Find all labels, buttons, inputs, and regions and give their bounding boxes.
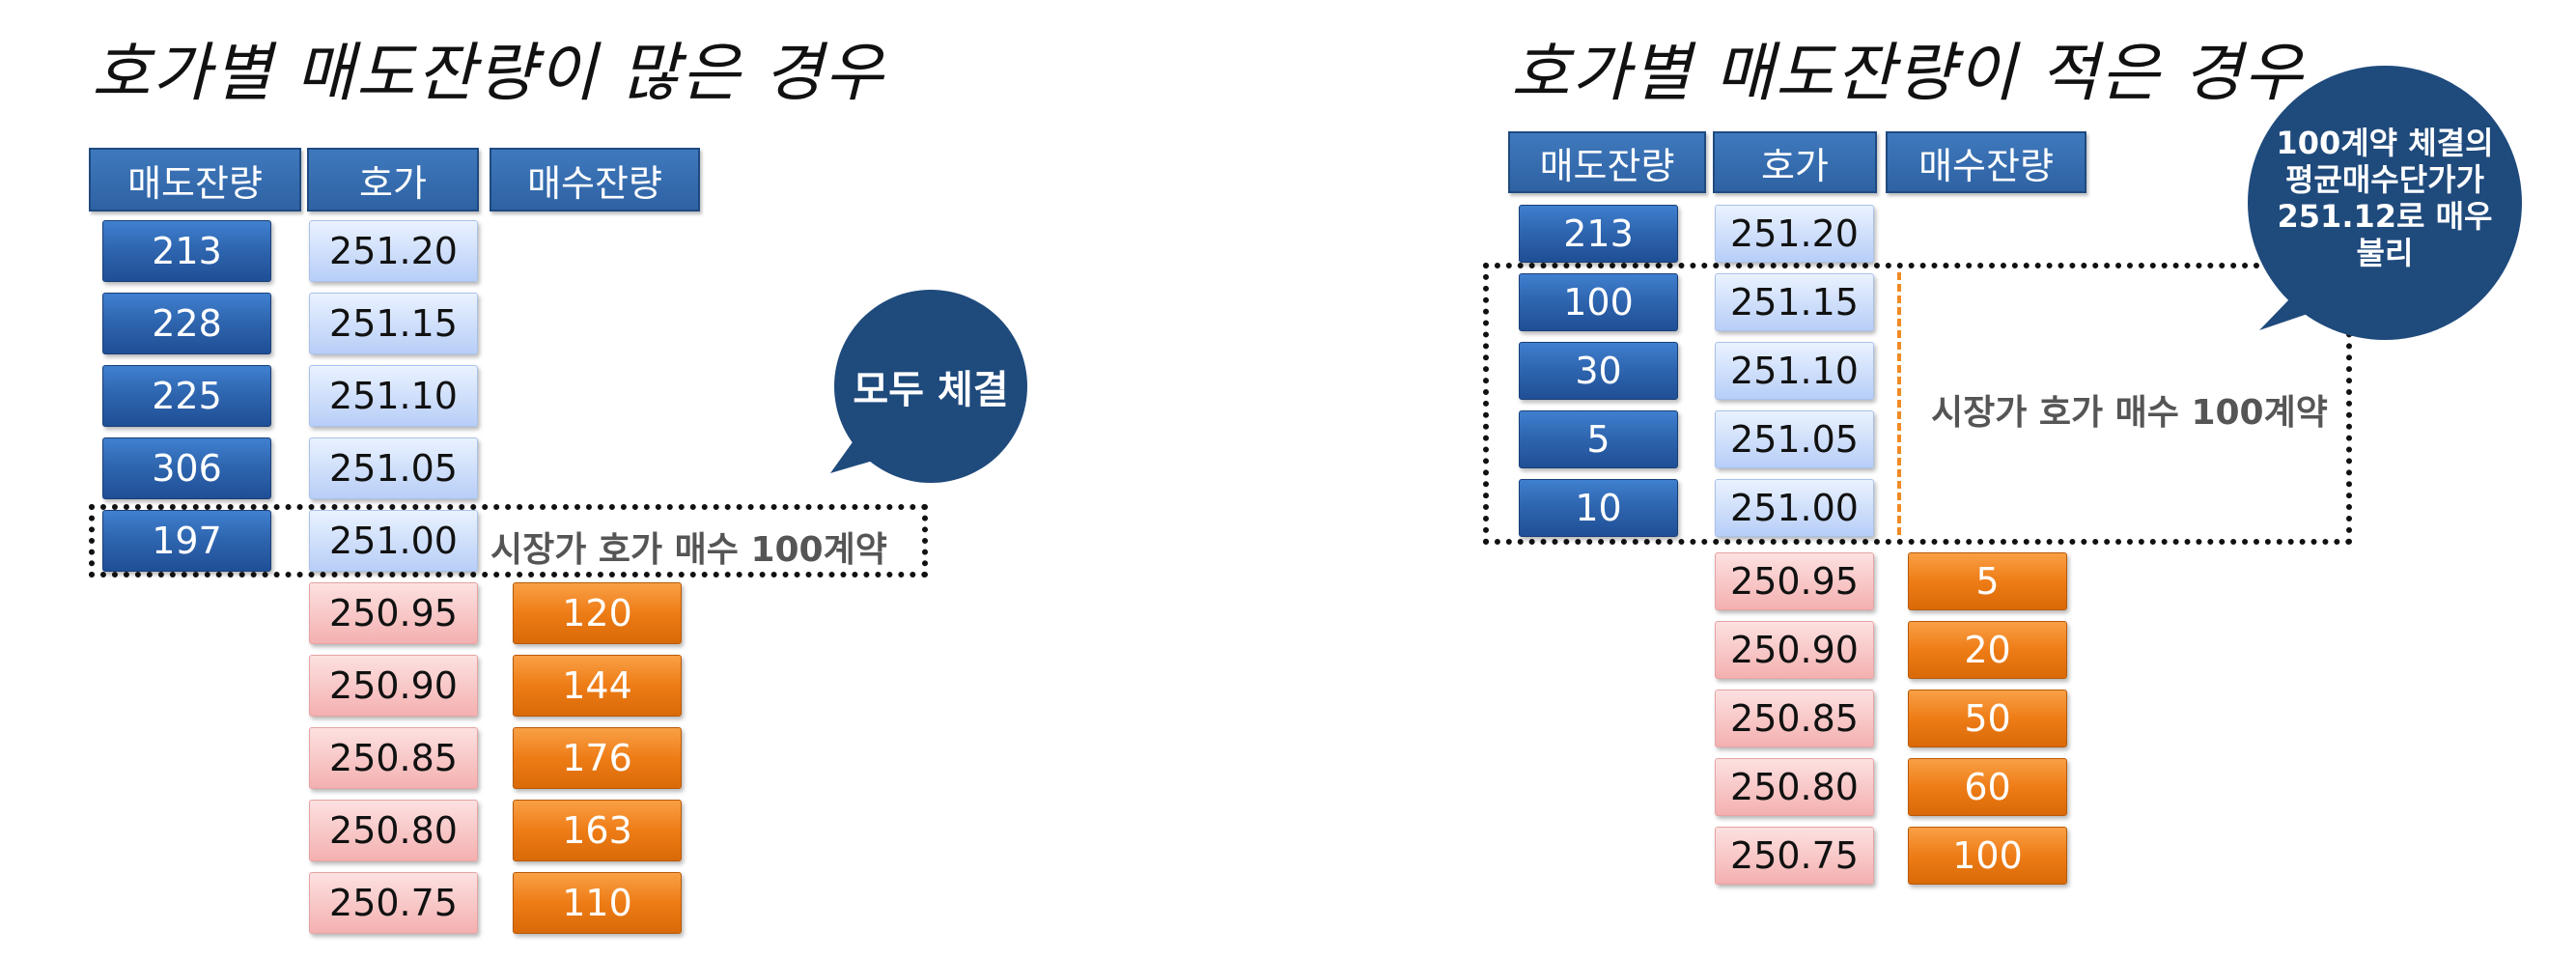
left-sell-price-cell: 251.15 (309, 293, 478, 354)
left-order-note: 시장가 호가 매수 100계약 (490, 530, 887, 570)
left-buy-price-cell: 250.75 (309, 872, 478, 934)
left-sell-price-cell: 251.00 (309, 510, 478, 572)
left-bubble-text: 모두 체결 (853, 368, 1009, 412)
right-header-buy-volume: 매수잔량 (1886, 131, 2086, 193)
left-header-buy-volume: 매수잔량 (490, 148, 700, 211)
right-buy-volume-cell: 50 (1908, 690, 2067, 747)
right-speech-bubble (2248, 66, 2522, 340)
left-sell-price-cell: 251.10 (309, 365, 478, 427)
left-title: 호가별 매도잔량이 많은 경우 (92, 36, 885, 110)
right-sell-volume-cell: 30 (1519, 342, 1678, 400)
left-sell-volume-cell: 197 (102, 510, 271, 572)
right-sell-price-cell: 251.10 (1715, 342, 1874, 400)
left-buy-volume-cell: 144 (513, 655, 682, 717)
left-fill-highlight-box (89, 504, 928, 578)
right-sell-volume-cell: 100 (1519, 273, 1678, 331)
left-sell-volume-cell: 306 (102, 437, 271, 499)
right-header-sell-volume: 매도잔량 (1508, 131, 1706, 193)
right-sell-price-cell: 251.20 (1715, 205, 1874, 263)
left-buy-volume-cell: 163 (513, 800, 682, 861)
right-buy-price-cell: 250.80 (1715, 758, 1874, 816)
left-header-price: 호가 (307, 148, 479, 211)
left-sell-price-cell: 251.05 (309, 437, 478, 499)
left-buy-volume-cell: 110 (513, 872, 682, 934)
left-sell-volume-cell: 213 (102, 220, 271, 282)
left-buy-price-cell: 250.95 (309, 582, 478, 644)
right-order-divider (1897, 272, 1901, 535)
right-sell-volume-cell: 10 (1519, 479, 1678, 537)
right-sell-price-cell: 251.15 (1715, 273, 1874, 331)
right-buy-price-cell: 250.85 (1715, 690, 1874, 747)
right-header-price: 호가 (1713, 131, 1877, 193)
left-buy-price-cell: 250.90 (309, 655, 478, 717)
right-title: 호가별 매도잔량이 적은 경우 (1511, 36, 2305, 110)
right-buy-price-cell: 250.90 (1715, 621, 1874, 679)
right-sell-price-cell: 251.00 (1715, 479, 1874, 537)
left-sell-price-cell: 251.20 (309, 220, 478, 282)
right-buy-volume-cell: 20 (1908, 621, 2067, 679)
right-buy-volume-cell: 100 (1908, 827, 2067, 885)
right-sell-price-cell: 251.05 (1715, 410, 1874, 468)
right-sell-volume-cell: 5 (1519, 410, 1678, 468)
right-buy-volume-cell: 60 (1908, 758, 2067, 816)
right-buy-price-cell: 250.95 (1715, 552, 1874, 610)
right-buy-volume-cell: 5 (1908, 552, 2067, 610)
right-sell-volume-cell: 213 (1519, 205, 1678, 263)
left-speech-bubble (830, 290, 1027, 483)
right-fill-highlight-box (1483, 263, 2352, 545)
left-buy-price-cell: 250.85 (309, 727, 478, 789)
left-buy-volume-cell: 120 (513, 582, 682, 644)
left-sell-volume-cell: 225 (102, 365, 271, 427)
right-order-note: 시장가 호가 매수 100계약 (1931, 393, 2328, 433)
left-buy-volume-cell: 176 (513, 727, 682, 789)
left-header-sell-volume: 매도잔량 (89, 148, 301, 211)
right-buy-price-cell: 250.75 (1715, 827, 1874, 885)
left-sell-volume-cell: 228 (102, 293, 271, 354)
right-bubble-text: 100계약 체결의 평균매수단가가 251.12로 매우 불리 (2276, 125, 2494, 271)
left-buy-price-cell: 250.80 (309, 800, 478, 861)
